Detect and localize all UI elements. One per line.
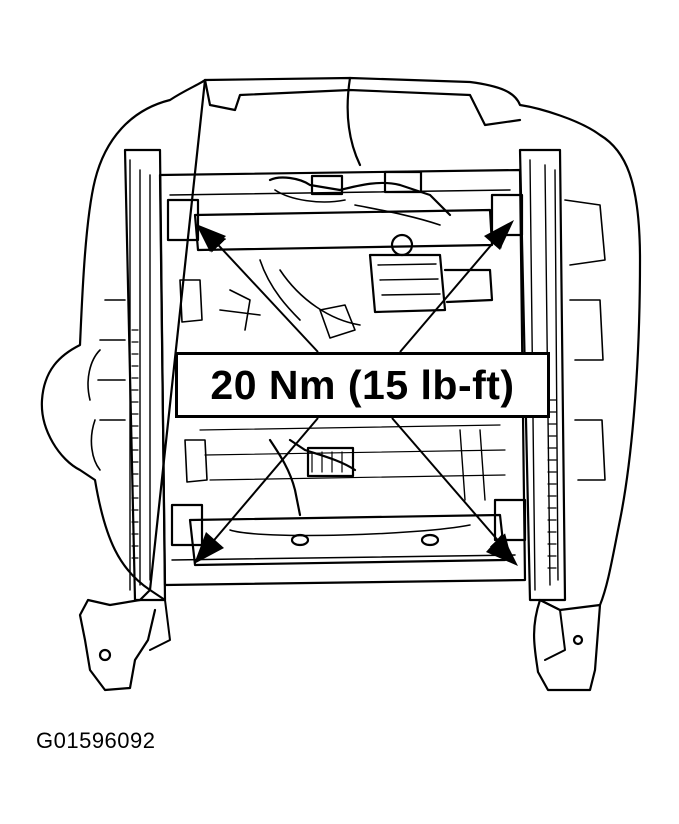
pointer-front-right [399, 226, 507, 353]
rear-left-bracket [170, 503, 204, 547]
connector-lower [306, 446, 355, 478]
front-left-bracket [166, 198, 200, 242]
wiring-harness-upper [268, 176, 452, 217]
pointer-rear-left [201, 417, 319, 556]
front-cross-member [193, 208, 494, 252]
wiring-harness-lower [268, 438, 357, 517]
arrowhead-rear-left [194, 532, 224, 564]
connector-upper [310, 174, 344, 196]
pointer-rear-right [391, 417, 511, 556]
left-side-rail [123, 148, 167, 602]
torque-callout-box: 20 Nm (15 lb-ft) [175, 352, 550, 418]
torque-callout-label: 20 Nm (15 lb-ft) [210, 361, 515, 408]
right-side-rail [518, 148, 567, 602]
cushion-top-edge [203, 78, 522, 127]
cushion-seam-line [346, 76, 362, 167]
arrowhead-rear-right [486, 534, 518, 566]
arrowhead-front-right [484, 220, 514, 250]
pointer-front-left [205, 231, 319, 353]
arrowhead-front-left [196, 224, 226, 252]
adjuster-motor [368, 253, 447, 314]
figure-id-label: G01596092 [36, 728, 156, 753]
connector-upper-right [383, 170, 423, 194]
